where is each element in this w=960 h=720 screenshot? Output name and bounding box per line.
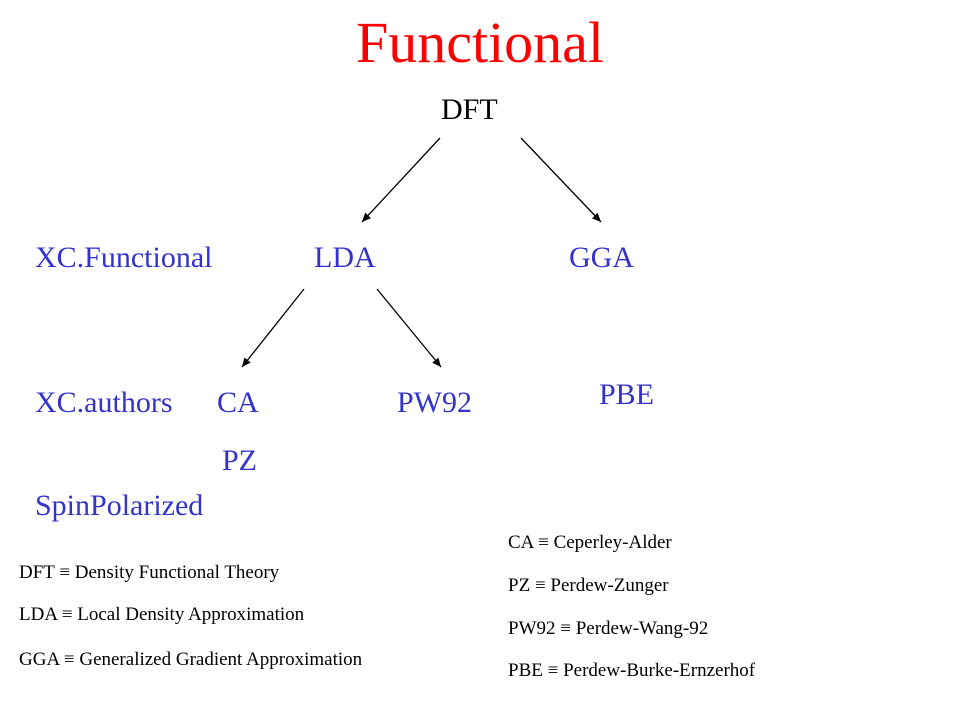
node-dft: DFT [441,93,498,126]
slide-title: Functional [355,10,605,75]
glossary-item-pbe: PBE ≡ Perdew-Burke-Ernzerhof [508,660,756,681]
arrow-dft-to-gga [520,137,602,223]
arrow-lda-to-pw92 [376,288,442,368]
node-pbe: PBE [599,378,655,411]
equivalence-symbol: ≡ [534,575,546,596]
equivalence-symbol: ≡ [59,562,71,583]
glossary-item-ca: CA ≡ Ceperley-Alder [508,532,672,553]
glossary-item-gga: GGA ≡ Generalized Gradient Approximation [19,649,363,670]
glossary-item-dft: DFT ≡ Density Functional Theory [19,562,280,583]
node-lda: LDA [314,241,376,274]
node-ca: CA [217,386,259,419]
node-pz: PZ [222,444,258,477]
node-gga: GGA [569,241,634,274]
glossary-item-lda: LDA ≡ Local Density Approximation [19,604,305,625]
glossary-item-pz: PZ ≡ Perdew-Zunger [508,575,669,596]
label-spin-polarized: SpinPolarized [35,489,204,522]
label-xc-authors: XC.authors [35,386,173,419]
glossary-item-pw92: PW92 ≡ Perdew-Wang-92 [508,618,709,639]
arrow-lda-to-ca [241,288,305,368]
equivalence-symbol: ≡ [560,618,571,639]
arrow-dft-to-lda [361,137,441,223]
equivalence-symbol: ≡ [61,604,73,625]
equivalence-symbol: ≡ [538,532,549,553]
equivalence-symbol: ≡ [547,660,559,681]
label-xc-functional: XC.Functional [35,241,213,274]
node-pw92: PW92 [397,386,472,419]
equivalence-symbol: ≡ [63,649,75,670]
